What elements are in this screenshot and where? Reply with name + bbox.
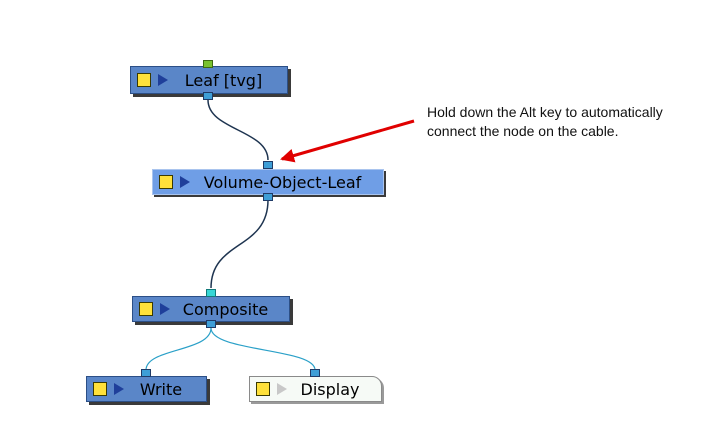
input-port-icon[interactable] bbox=[310, 369, 320, 377]
play-triangle-icon[interactable] bbox=[180, 176, 190, 188]
input-port-icon[interactable] bbox=[206, 289, 216, 297]
node-composite[interactable]: Composite bbox=[132, 296, 290, 322]
cable-leaf-to-volume[interactable] bbox=[207, 99, 269, 161]
input-port-icon[interactable] bbox=[203, 60, 213, 68]
output-port-icon[interactable] bbox=[203, 92, 213, 100]
play-triangle-icon[interactable] bbox=[277, 383, 287, 395]
play-triangle-icon[interactable] bbox=[158, 74, 168, 86]
callout-arrow bbox=[280, 119, 415, 163]
enable-toggle-icon[interactable] bbox=[137, 73, 151, 87]
input-port-icon[interactable] bbox=[263, 161, 273, 169]
enable-toggle-icon[interactable] bbox=[256, 382, 270, 396]
node-display[interactable]: Display bbox=[249, 376, 382, 402]
input-port-icon[interactable] bbox=[141, 369, 151, 377]
node-label: Volume-Object-Leaf bbox=[203, 172, 362, 192]
node-label: Display bbox=[300, 379, 360, 399]
node-label: Composite bbox=[182, 299, 269, 319]
output-port-icon[interactable] bbox=[206, 320, 216, 328]
node-label: Leaf [tvg] bbox=[184, 70, 263, 90]
enable-toggle-icon[interactable] bbox=[159, 175, 173, 189]
node-write[interactable]: Write bbox=[86, 376, 207, 402]
callout-text: Hold down the Alt key to automatically c… bbox=[427, 104, 663, 139]
cable-composite-to-write[interactable] bbox=[145, 327, 212, 371]
node-label: Write bbox=[139, 379, 183, 399]
cable-composite-to-display[interactable] bbox=[210, 327, 316, 371]
node-volume-object-leaf[interactable]: Volume-Object-Leaf bbox=[152, 169, 384, 195]
play-triangle-icon[interactable] bbox=[114, 383, 124, 395]
cable-volume-to-composite[interactable] bbox=[210, 199, 269, 289]
node-leaf[interactable]: Leaf [tvg] bbox=[130, 66, 288, 94]
play-triangle-icon[interactable] bbox=[160, 303, 170, 315]
enable-toggle-icon[interactable] bbox=[93, 382, 107, 396]
output-port-icon[interactable] bbox=[263, 193, 273, 201]
enable-toggle-icon[interactable] bbox=[139, 302, 153, 316]
